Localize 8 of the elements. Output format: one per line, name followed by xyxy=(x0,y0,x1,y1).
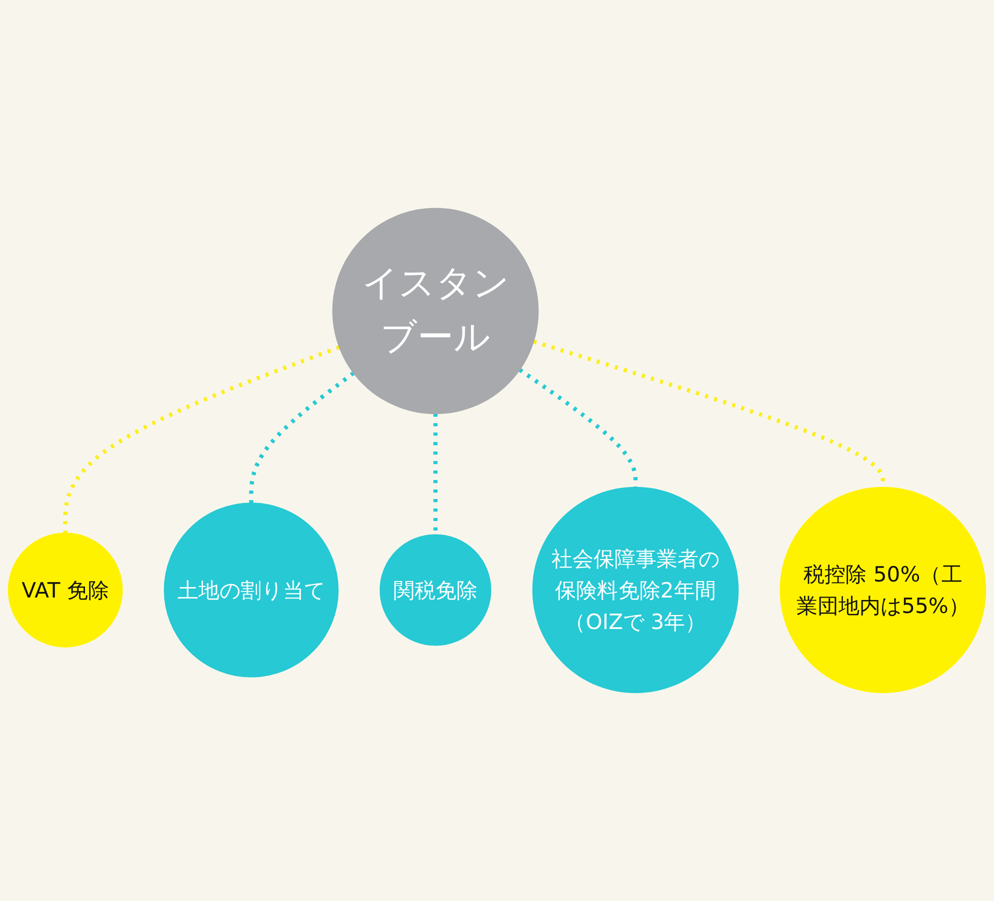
node-circle: 土地の割り当て xyxy=(164,502,339,678)
node-circle: 社会保障事業者の保険料免除2年間（OIZで 3年） xyxy=(532,486,739,694)
node-circle: VAT 免除 xyxy=(8,532,123,648)
node-circle: イスタンブール xyxy=(332,208,539,414)
node-circle: 関税免除 xyxy=(380,534,492,646)
node-circle: 税控除 50%（工業団地内は55%） xyxy=(780,486,986,694)
connector xyxy=(249,371,355,504)
connector xyxy=(63,345,340,534)
